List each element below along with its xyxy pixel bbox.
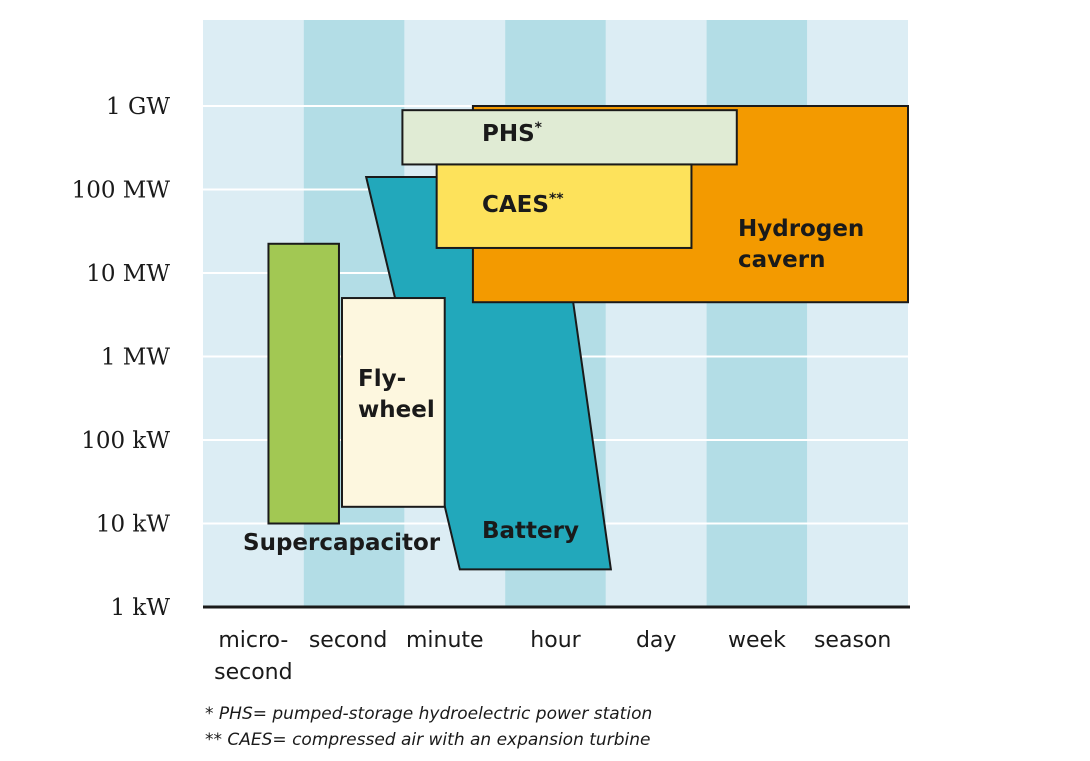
y-tick-label: 10 MW <box>86 261 170 287</box>
x-tick-label: micro-second <box>214 628 292 685</box>
label-phs: PHS* <box>482 120 543 147</box>
technology-areas <box>267 105 909 571</box>
footnote-caes: ** CAES= compressed air with an expansio… <box>205 730 651 750</box>
x-tick-label: season <box>814 628 891 653</box>
label-caes: CAES** <box>482 191 564 218</box>
label-flywheel: Fly-wheel <box>358 366 435 423</box>
label-battery: Battery <box>482 518 579 544</box>
area-phs <box>401 109 738 166</box>
x-tick-label: day <box>636 628 676 653</box>
label-supercapacitor: Supercapacitor <box>243 530 441 556</box>
area-caes <box>435 163 693 249</box>
x-tick-label: week <box>728 628 786 653</box>
x-tick-label: hour <box>530 628 581 653</box>
y-tick-label: 100 MW <box>72 178 171 204</box>
label-caes-sup: ** <box>549 191 564 207</box>
y-tick-label: 100 kW <box>81 428 170 454</box>
y-tick-label: 1 kW <box>110 595 170 621</box>
y-axis-ticks: 1 kW 10 kW 100 kW 1 MW 10 MW 100 MW 1 GW <box>72 94 171 621</box>
x-tick-label: second <box>309 628 387 653</box>
footnote-phs: * PHS= pumped-storage hydroelectric powe… <box>205 704 653 724</box>
label-phs-sup: * <box>535 120 543 136</box>
y-tick-label: 1 GW <box>106 94 170 120</box>
y-tick-label: 1 MW <box>101 345 170 371</box>
x-axis-ticks: micro-second second minute hour day week seaso… <box>214 628 891 685</box>
y-tick-label: 10 kW <box>96 512 171 538</box>
x-tick-label: minute <box>406 628 484 653</box>
area-supercapacitor <box>267 242 340 525</box>
area-flywheel <box>340 297 446 508</box>
